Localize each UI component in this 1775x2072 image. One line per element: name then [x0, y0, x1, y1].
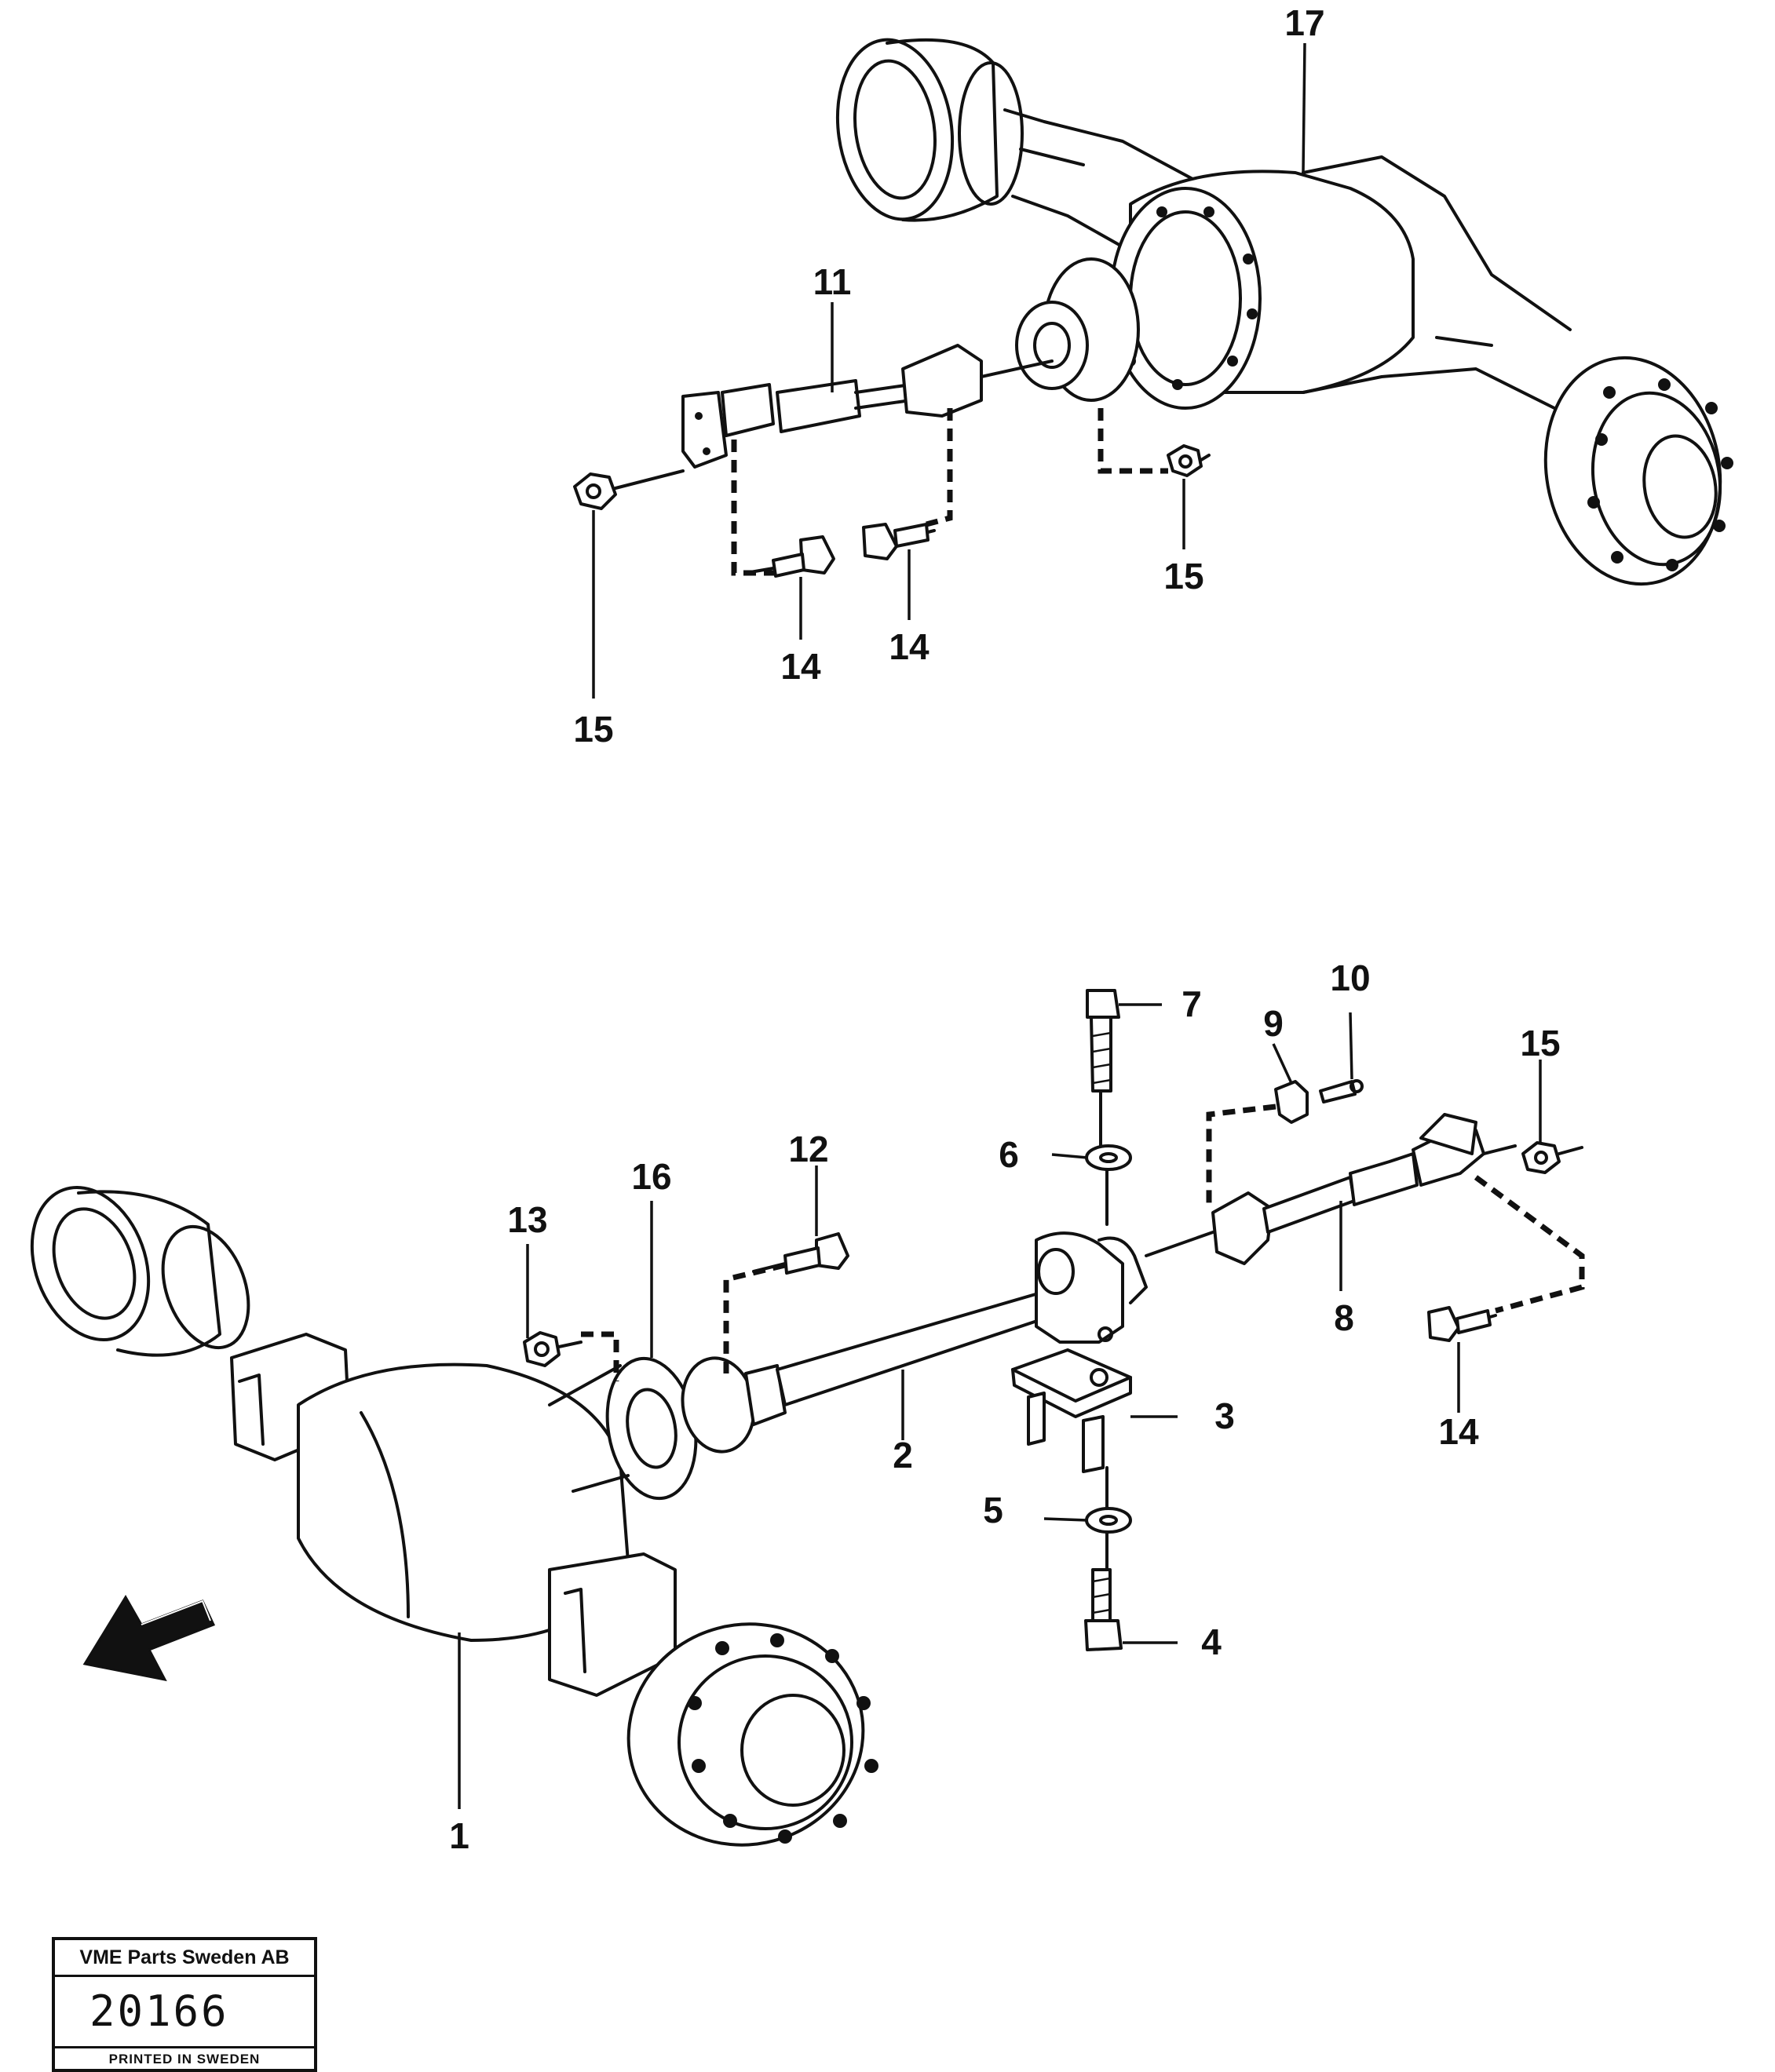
nut-15-left: [573, 469, 685, 510]
screw-10: [1319, 1079, 1364, 1103]
title-block: VME Parts Sweden AB 20166 PRINTED IN SWE…: [52, 1937, 317, 2072]
callout-2: 2: [893, 1435, 913, 1476]
washer-6: [1085, 1144, 1132, 1171]
bolt-14-right: [862, 523, 936, 560]
front-axle-housing: [30, 1186, 878, 1847]
callout-16: 16: [631, 1156, 671, 1197]
propeller-shaft-8: [1145, 1113, 1517, 1265]
propeller-shaft-11: [681, 344, 1054, 469]
callout-11: 11: [813, 261, 852, 302]
callout-15-left: 15: [573, 709, 613, 750]
callout-17: 17: [1284, 2, 1324, 43]
callout-14-bottom: 14: [1438, 1411, 1479, 1452]
callout-7: 7: [1182, 983, 1202, 1024]
callout-12: 12: [788, 1129, 828, 1169]
callout-15-bottom: 15: [1520, 1023, 1560, 1063]
drawing-number: 20166: [55, 1977, 314, 2048]
washer-5: [1085, 1507, 1132, 1534]
bolt-4: [1084, 1568, 1123, 1651]
lock-plate-9: [1274, 1080, 1309, 1124]
intermediate-shaft-2: [681, 1231, 1148, 1454]
bolt-12: [752, 1232, 849, 1275]
bracket-3: [1011, 1348, 1132, 1473]
callout-14-left: 14: [780, 646, 821, 687]
callout-10: 10: [1330, 958, 1370, 998]
callout-1: 1: [449, 1815, 469, 1856]
company-name: VME Parts Sweden AB: [55, 1940, 314, 1977]
bolt-14-bottom: [1427, 1306, 1497, 1342]
callout-8: 8: [1334, 1297, 1354, 1338]
callout-5: 5: [983, 1490, 1003, 1530]
bolt-14-left: [744, 535, 835, 578]
forward-direction-arrow-icon: [82, 1595, 216, 1682]
nut-13: [523, 1331, 583, 1367]
callout-3: 3: [1214, 1395, 1235, 1436]
callout-4: 4: [1201, 1621, 1222, 1662]
callout-9: 9: [1263, 1003, 1284, 1044]
nut-15-bottom: [1521, 1141, 1583, 1174]
printed-note: PRINTED IN SWEDEN: [108, 2052, 261, 2067]
callout-6: 6: [999, 1134, 1019, 1175]
bolt-7: [1086, 989, 1120, 1093]
callout-13: 13: [507, 1199, 547, 1240]
callout-15-right: 15: [1163, 556, 1203, 596]
rear-axle-housing: [835, 38, 1733, 586]
callout-14-right: 14: [889, 626, 930, 667]
nut-15-right: [1167, 444, 1211, 477]
